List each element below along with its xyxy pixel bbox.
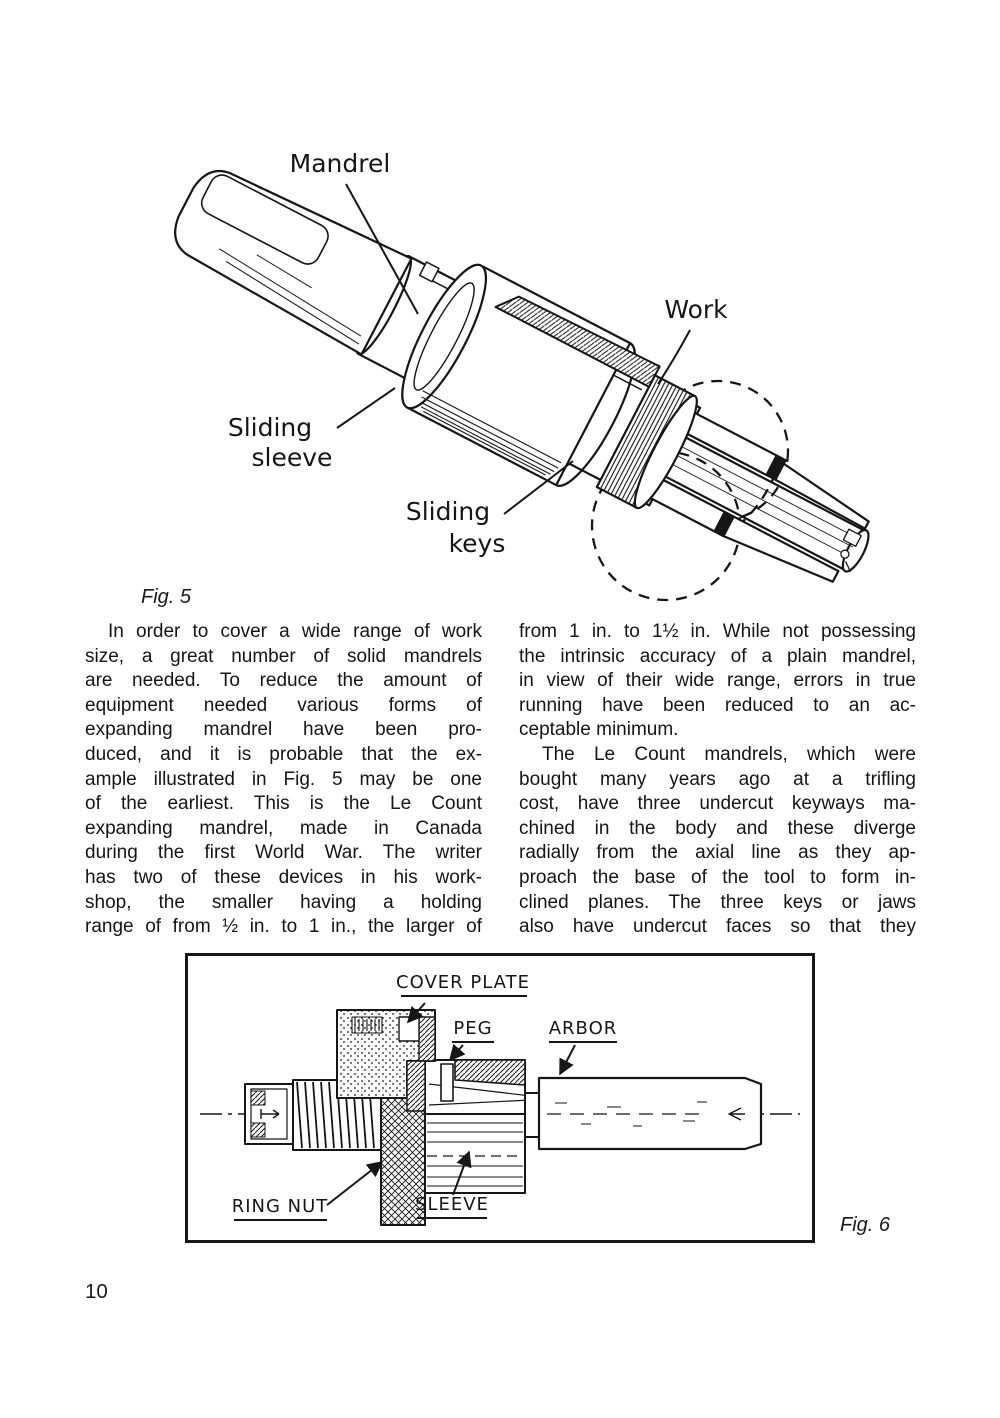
leader-mandrel — [345, 183, 419, 315]
text-line: of the earliest. This is the Le Count — [85, 793, 482, 815]
square-end — [244, 1083, 294, 1145]
text-line: clined planes. The three keys or jaws — [519, 891, 916, 913]
page-number: 10 — [85, 1280, 108, 1303]
fig6-arrows — [326, 1002, 576, 1206]
mandrel-assembly — [174, 169, 870, 583]
sliding-sleeve — [401, 263, 636, 487]
text-line: are needed. To reduce the amount of — [85, 670, 482, 692]
text-column-left: In order to cover a wide range of work si… — [85, 620, 482, 940]
leader-sliding-keys — [503, 460, 574, 515]
arrow-sleeve — [452, 1150, 472, 1196]
text-line: cost, have three undercut keyways ma- — [519, 793, 916, 815]
text-line: size, a great number of solid mandrels — [85, 645, 482, 667]
text-line: during the first World War. The writer — [85, 842, 482, 864]
text-line: has two of these devices in his work- — [85, 866, 482, 888]
label-work: Work — [664, 295, 728, 324]
text-line: proach the base of the tool to form in- — [519, 866, 916, 888]
text-line: from 1 in. to 1½ in. While not possessin… — [519, 621, 916, 642]
leader-sliding-sleeve — [336, 387, 396, 429]
leader-work — [657, 329, 691, 385]
fig6-labels: COVER PLATE PEG ARBOR RING NUT SLEEVE — [232, 972, 618, 1221]
figure-5-caption: Fig. 5 — [141, 586, 192, 608]
text-line: equipment needed various forms of — [85, 694, 482, 716]
text-line: also have undercut faces so that they — [519, 916, 916, 938]
label-mandrel: Mandrel — [290, 149, 391, 178]
wedge-hatched — [454, 1059, 526, 1086]
label-sliding-sleeve-1: Sliding — [228, 413, 312, 442]
arrow-cover-plate — [406, 1002, 426, 1024]
text-line: In order to cover a wide range of work — [108, 621, 482, 642]
text-line: ceptable minimum. — [519, 719, 679, 741]
collar-ring — [595, 374, 698, 510]
figure-6-illustration: COVER PLATE PEG ARBOR RING NUT SLEEVE — [185, 953, 815, 1243]
text-line: bought many years ago at a trifling — [519, 768, 916, 790]
taper-shank — [174, 169, 413, 356]
text-column-right: from 1 in. to 1½ in. While not possessin… — [519, 620, 916, 940]
cover-plate-part — [336, 1009, 436, 1112]
text-line: shop, the smaller having a holding — [85, 891, 482, 913]
gib-key-hatched — [494, 295, 661, 388]
text-line: running have been reduced to an ac- — [519, 694, 916, 716]
text-line: range of from ½ in. to 1 in., the larger… — [85, 916, 482, 938]
text-line: expanding mandrel, made in Canada — [85, 817, 482, 839]
arrow-ring-nut — [326, 1161, 384, 1206]
text-line: duced, and it is probable that the ex- — [85, 743, 482, 765]
text-line: expanding mandrel have been pro- — [85, 719, 482, 741]
ring-nut-part — [380, 1092, 426, 1226]
text-line: chined in the body and these diverge — [519, 817, 916, 839]
label-arbor: ARBOR — [549, 1018, 618, 1039]
arrow-arbor — [559, 1044, 576, 1076]
figure-5-illustration: Mandrel Work Sliding sleeve Sliding keys — [174, 149, 870, 602]
label-peg: PEG — [453, 1018, 492, 1039]
text-line: The Le Count mandrels, which were — [542, 743, 916, 765]
label-sliding-sleeve-2: sleeve — [252, 443, 333, 472]
text-line: radially from the axial line as they ap- — [519, 842, 916, 864]
figure-6-caption: Fig. 6 — [840, 1214, 891, 1236]
text-line: the intrinsic accuracy of a plain mandre… — [519, 645, 916, 667]
label-cover-plate: COVER PLATE — [396, 972, 530, 993]
label-sliding-keys-1: Sliding — [406, 497, 490, 526]
arbor-part — [537, 1076, 763, 1151]
arrow-peg — [448, 1043, 466, 1062]
peg-part — [440, 1063, 454, 1102]
label-sleeve: SLEEVE — [415, 1194, 489, 1215]
label-sliding-keys-2: keys — [449, 529, 506, 558]
text-line: in view of their wide range, errors in t… — [519, 670, 916, 692]
text-line: ample illustrated in Fig. 5 may be one — [85, 768, 482, 790]
fig5-leaders — [336, 183, 691, 515]
label-ring-nut: RING NUT — [232, 1196, 329, 1217]
